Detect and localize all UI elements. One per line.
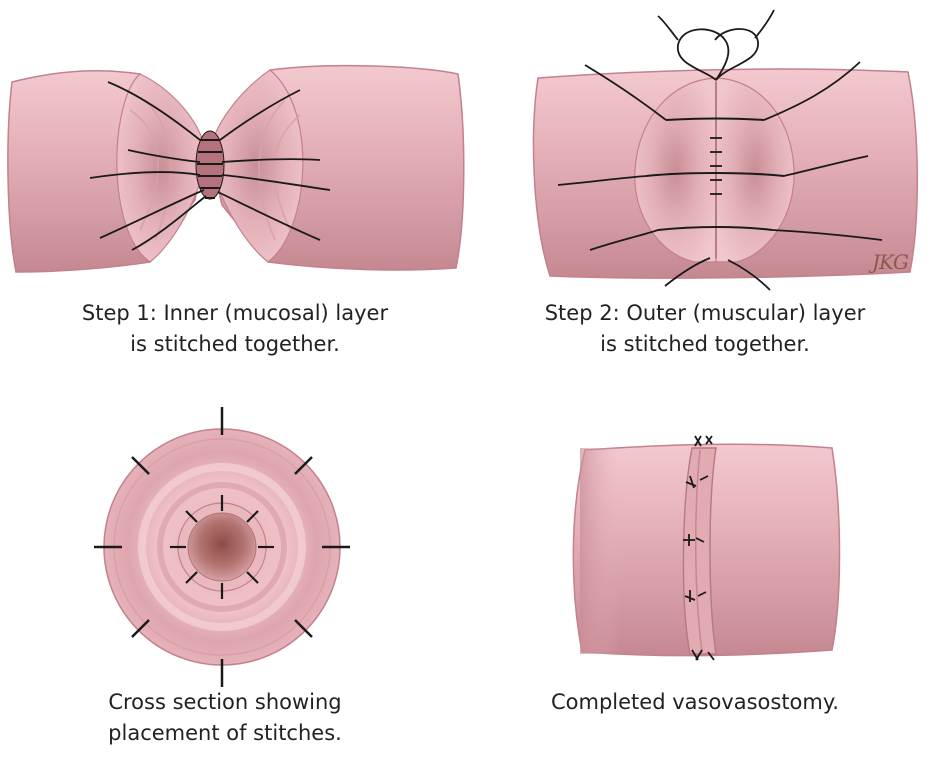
step2-caption-line2: is stitched together. (600, 332, 810, 356)
artist-signature: JKG (872, 250, 909, 274)
inner-stitch-marks (170, 495, 274, 599)
step2-stitches (645, 117, 785, 231)
panel-completed: Completed vasovasostomy. (470, 400, 936, 768)
muscular-highlight (138, 463, 306, 631)
cross-section-caption-line2: placement of stitches. (108, 721, 342, 745)
step2-illustration (532, 9, 919, 291)
cross-section-illustration (94, 407, 350, 687)
anastomosis-seam (682, 447, 717, 655)
completed-caption: Completed vasovasostomy. (490, 687, 900, 718)
left-mucosal-face (116, 73, 206, 263)
step1-stitch-ticks (197, 139, 223, 199)
step1-illustration (7, 64, 465, 273)
panel-step1: Step 1: Inner (mucosal) layer is stitche… (0, 0, 470, 370)
inner-seam-ticks (710, 137, 722, 195)
cross-section-caption-line1: Cross section showing (108, 690, 342, 714)
cross-section-caption: Cross section showing placement of stitc… (20, 687, 430, 749)
right-muscular-face (715, 77, 795, 263)
step1-sutures (89, 81, 331, 251)
completed-illustration (572, 435, 841, 661)
left-muscular-face (634, 77, 717, 263)
seam-groove (694, 449, 703, 653)
right-mucosal-face (209, 69, 304, 263)
top-knot-loops (657, 9, 775, 81)
muscular-shadow (157, 482, 287, 612)
step1-caption: Step 1: Inner (mucosal) layer is stitche… (30, 298, 440, 360)
lumen (187, 512, 257, 582)
tube-shading (580, 448, 620, 654)
step2-caption-line1: Step 2: Outer (muscular) layer (544, 301, 866, 325)
step2-caption: Step 2: Outer (muscular) layer is stitch… (510, 298, 900, 360)
step2-suture-ends (557, 61, 883, 291)
step1-caption-line2: is stitched together. (130, 332, 340, 356)
step1-caption-line1: Step 1: Inner (mucosal) layer (81, 301, 389, 325)
panel-cross-section: Cross section showing placement of stitc… (0, 400, 470, 768)
completed-knots (683, 435, 715, 661)
panel-step2: JKG Step 2: Outer (muscular) layer is st… (470, 0, 936, 370)
completed-caption-line1: Completed vasovasostomy. (551, 690, 839, 714)
outer-stitch-marks (94, 407, 350, 687)
